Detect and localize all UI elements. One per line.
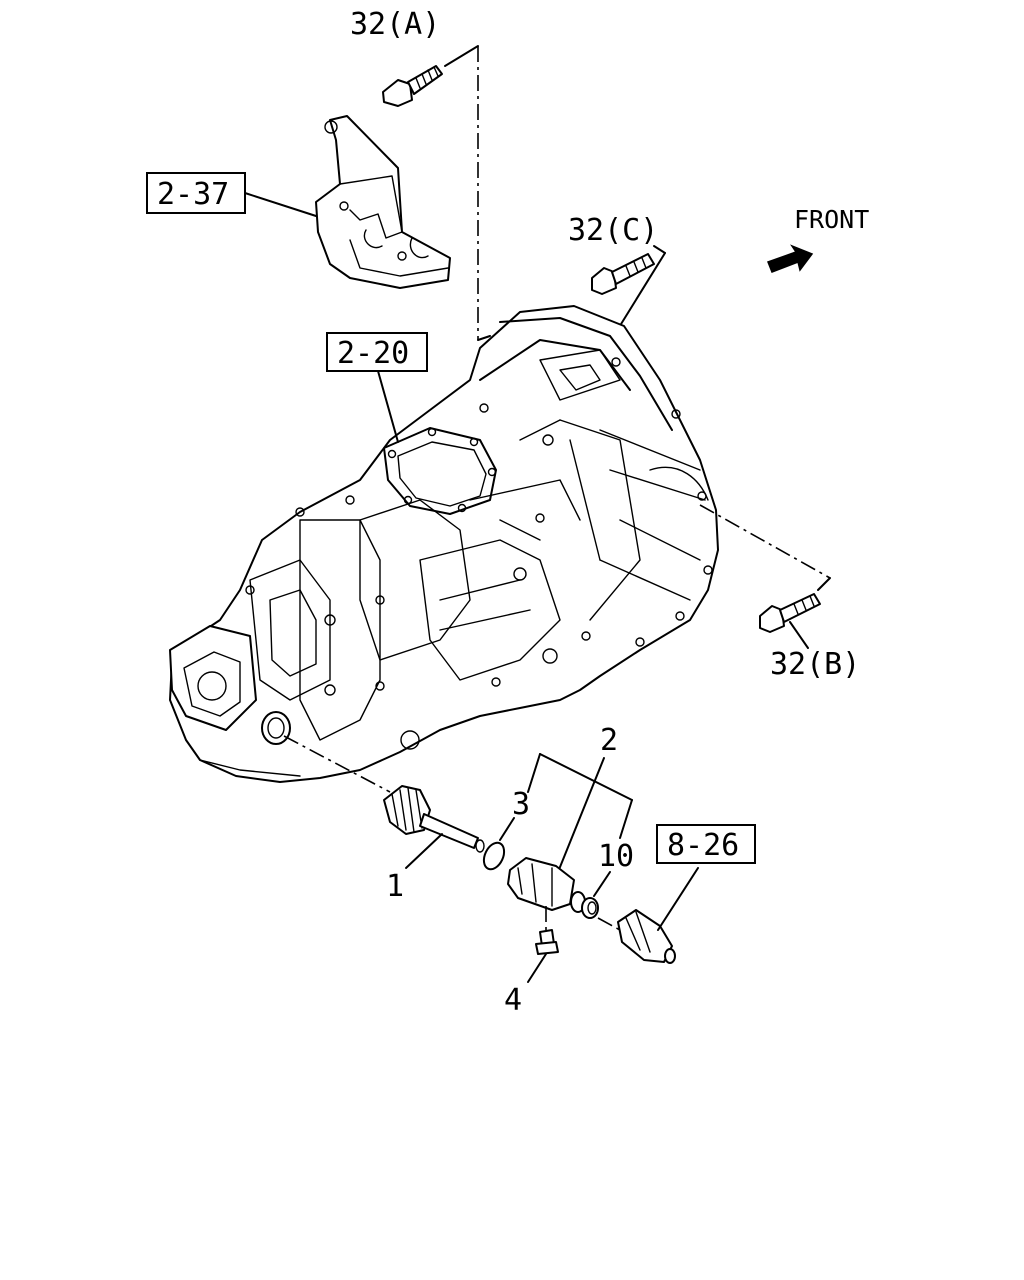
lock-bolt — [535, 929, 559, 955]
speed-sensor — [617, 909, 676, 964]
leader-32b — [699, 504, 831, 591]
leader-part-3 — [499, 817, 515, 841]
callout-32b: 32(B) — [770, 647, 860, 682]
callout-part-1: 1 — [386, 869, 404, 904]
front-label: FRONT — [794, 205, 869, 234]
bolt-32a — [382, 65, 443, 107]
leader-32a — [444, 45, 491, 341]
speedometer-sleeve — [507, 857, 586, 913]
bolt-32c — [591, 253, 655, 295]
oil-seal — [581, 897, 599, 919]
front-arrow — [767, 244, 814, 273]
driven-gear-shaft — [383, 785, 485, 853]
leader-part-4 — [527, 953, 547, 983]
callout-32a: 32(A) — [350, 7, 440, 42]
callout-32c: 32(C) — [568, 213, 658, 248]
o-ring — [482, 841, 506, 871]
bolt-32b — [759, 593, 821, 633]
leader-part-10 — [593, 871, 611, 897]
leader-part-2-bracket — [527, 753, 633, 873]
ref-box-2-37: 2-37 — [146, 172, 317, 217]
svg-text:8-26: 8-26 — [667, 828, 739, 863]
transmission-case — [169, 305, 719, 783]
callout-part-4: 4 — [504, 983, 522, 1018]
leader-sensor-dash — [597, 917, 621, 931]
callout-part-2: 2 — [600, 723, 618, 758]
svg-text:2-37: 2-37 — [157, 177, 229, 212]
svg-text:2-20: 2-20 — [337, 336, 409, 371]
callout-part-10: 10 — [598, 839, 634, 874]
ref-box-8-26: 8-26 — [656, 824, 756, 931]
leader-gear-shaft — [283, 735, 391, 793]
ref-box-2-20: 2-20 — [326, 332, 428, 443]
leader-part-1 — [405, 833, 443, 869]
callout-part-3: 3 — [512, 787, 530, 822]
mounting-bracket — [315, 115, 451, 289]
leader-32b-label — [789, 621, 809, 649]
